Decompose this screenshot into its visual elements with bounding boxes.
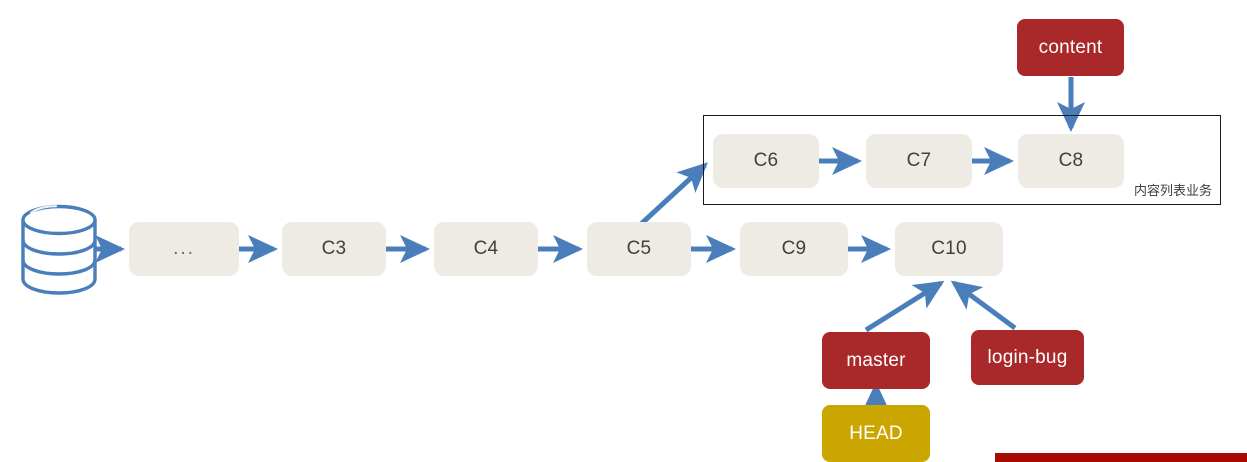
commit-node-dots[interactable]: ... xyxy=(129,222,239,276)
bottom-red-bar xyxy=(995,453,1247,462)
edge-loginbug-to-c10 xyxy=(950,280,1017,331)
commit-node-c10[interactable]: C10 xyxy=(895,222,1003,276)
commit-node-c3[interactable]: C3 xyxy=(282,222,386,276)
branch-label-content[interactable]: content xyxy=(1017,19,1124,76)
commit-node-c9[interactable]: C9 xyxy=(740,222,848,276)
edge-master-to-c10 xyxy=(864,280,945,333)
database-cylinder-icon xyxy=(21,204,97,295)
branch-label-login-bug[interactable]: login-bug xyxy=(971,330,1084,385)
commit-node-c4[interactable]: C4 xyxy=(434,222,538,276)
branch-label-master[interactable]: master xyxy=(822,332,930,389)
commit-node-c7[interactable]: C7 xyxy=(866,134,972,188)
edge-c5-to-c6 xyxy=(639,162,708,226)
commit-node-c8[interactable]: C8 xyxy=(1018,134,1124,188)
commit-node-c5[interactable]: C5 xyxy=(587,222,691,276)
commit-node-c6[interactable]: C6 xyxy=(713,134,819,188)
group-label-content-list: 内容列表业务 xyxy=(1134,183,1213,198)
head-pointer-label[interactable]: HEAD xyxy=(822,405,930,462)
group-box-content-list xyxy=(703,115,1221,205)
